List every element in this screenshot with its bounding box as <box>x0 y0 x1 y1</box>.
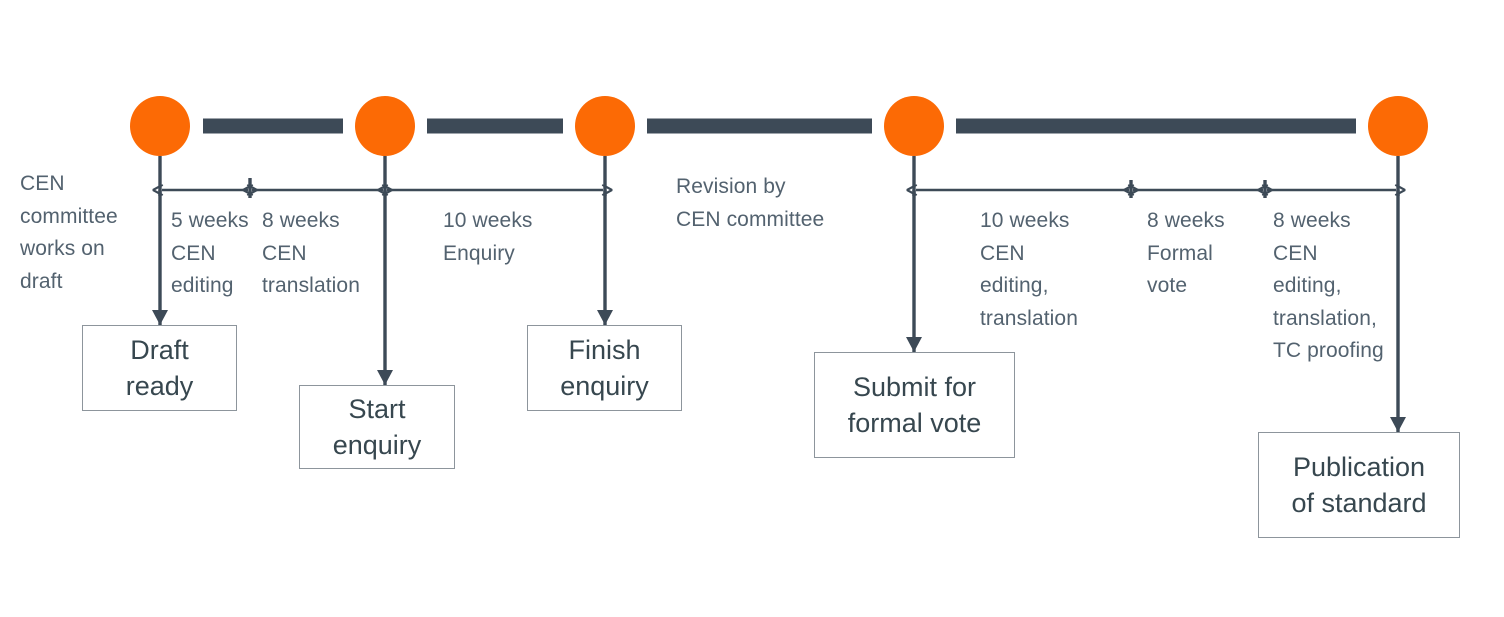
milestone-node-formal-vote[interactable] <box>884 96 944 156</box>
caption-enquiry: 10 weeks Enquiry <box>443 209 533 265</box>
publication-box[interactable]: Publication of standard <box>1258 432 1460 538</box>
finish-enquiry-box[interactable]: Finish enquiry <box>527 325 682 411</box>
milestone-node-finish-enquiry[interactable] <box>575 96 635 156</box>
caption-cen-editing: 5 weeks CEN editing <box>171 209 249 297</box>
caption-editing-translation: 10 weeks CEN editing, translation <box>980 209 1078 330</box>
milestone-node-draft-ready[interactable] <box>130 96 190 156</box>
caption-cen-committee-draft: CEN committee works on draft <box>20 172 118 293</box>
milestone-node-start-enquiry[interactable] <box>355 96 415 156</box>
caption-formal-vote: 8 weeks Formal vote <box>1147 209 1225 297</box>
start-enquiry-box[interactable]: Start enquiry <box>299 385 455 469</box>
formal-vote-box[interactable]: Submit for formal vote <box>814 352 1015 458</box>
milestone-node-publication[interactable] <box>1368 96 1428 156</box>
caption-final-editing: 8 weeks CEN editing, translation, TC pro… <box>1273 209 1384 362</box>
draft-ready-box[interactable]: Draft ready <box>82 325 237 411</box>
caption-cen-translation: 8 weeks CEN translation <box>262 209 360 297</box>
caption-revision-by-committee: Revision by CEN committee <box>676 175 825 231</box>
